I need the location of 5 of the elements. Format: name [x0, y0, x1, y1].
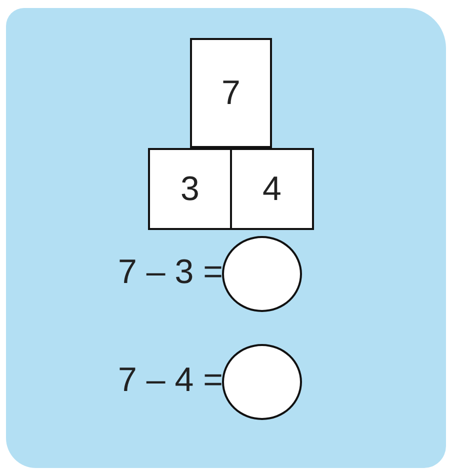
number-box: 4	[230, 148, 314, 230]
number-box: 3	[148, 148, 232, 230]
equation-text: 7 – 3 =	[118, 253, 223, 292]
number-box: 7	[190, 38, 272, 148]
equation-text: 7 – 4 =	[118, 361, 223, 400]
